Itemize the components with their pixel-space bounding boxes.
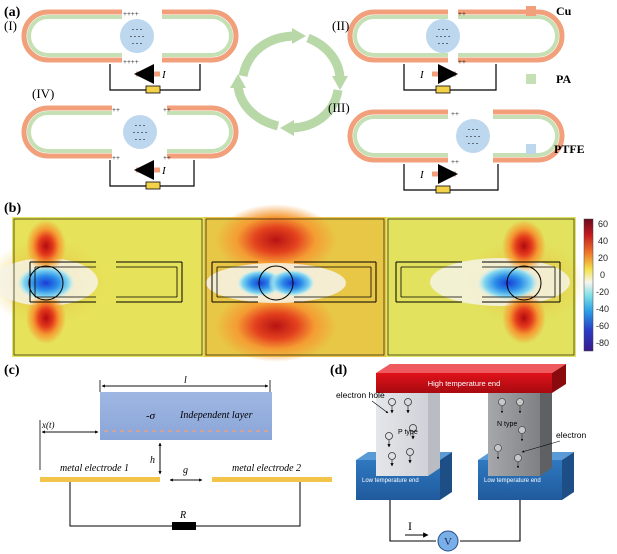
low-temperature-right-label: Low temperature end [484, 478, 541, 484]
legend-label-ptfe: PTFE [554, 142, 585, 156]
device-stage-4: - - - - - - - - - - ++ ++ ++ ++ I [21, 105, 239, 190]
legend-swatch-pa [526, 74, 536, 84]
charge-density-symbol: -σ [146, 410, 156, 422]
colorbar-tick: -20 [596, 287, 609, 297]
panel-b: (b) [0, 201, 609, 362]
load-resistor [172, 522, 196, 530]
stage-label-4: (IV) [32, 86, 54, 101]
low-temperature-left-label: Low temperature end [362, 478, 419, 484]
n-type-leg [488, 384, 552, 476]
panel-b-label: (b) [4, 201, 21, 216]
current-symbol: I [161, 165, 167, 177]
colorbar-tick: -40 [596, 304, 609, 314]
svg-text:- - -: - - - [135, 135, 146, 143]
panel-d: (d) High temperature end [330, 363, 587, 552]
voltmeter-icon [437, 530, 459, 552]
stage-label-1: (I) [4, 18, 17, 33]
panel-a-label: (a) [4, 5, 21, 20]
current-symbol: I [161, 69, 167, 81]
electrode-2-label: metal electrode 2 [232, 463, 301, 474]
svg-text:++: ++ [451, 158, 459, 166]
electrode-1-label: metal electrode 1 [60, 463, 129, 474]
svg-text:++: ++ [458, 58, 466, 66]
high-temperature-label: High temperature end [428, 379, 501, 388]
device-stage-1: - - - - - - - - - - ++++ ++++ I [21, 9, 239, 94]
panel-a: (a) - - - - - - - - - - ++++ ++++ I (I) [4, 4, 585, 194]
svg-text:- - -: - - - [438, 39, 449, 47]
stage-label-2: (II) [332, 18, 349, 33]
panel-c: (c) l -σ Independent layer x(t) h metal … [4, 363, 332, 530]
p-type-leg [376, 384, 440, 476]
current-symbol-d: I [408, 519, 412, 533]
independent-layer [100, 392, 272, 440]
svg-text:++: ++ [163, 106, 171, 114]
gap-height-symbol: h [150, 455, 155, 466]
panel-d-label: (d) [330, 363, 347, 378]
colorbar-tick: 0 [600, 270, 605, 280]
electron-callout: electron [556, 430, 587, 440]
svg-text:++: ++ [451, 110, 459, 118]
electrode-2 [212, 477, 332, 482]
svg-text:++++: ++++ [123, 58, 139, 66]
svg-text:- - -: - - - [438, 25, 449, 33]
legend-label-cu: Cu [556, 4, 572, 18]
svg-text:- - -: - - - [468, 125, 479, 133]
field-map-2 [204, 204, 386, 362]
device-stage-3: - - - - - - - - - - ++ ++ I [347, 109, 565, 194]
svg-text:++: ++ [112, 154, 120, 162]
n-type-label: N type [497, 421, 517, 428]
current-symbol: I [419, 169, 425, 181]
colorbar: 60 40 20 0 -20 -40 -60 -80 [583, 218, 609, 352]
svg-text:++: ++ [458, 10, 466, 18]
electrons [494, 398, 526, 469]
svg-text:- - - -: - - - - [133, 128, 148, 136]
colorbar-tick: 60 [598, 219, 608, 229]
colorbar-tick: -60 [596, 321, 609, 331]
hole-callout: electron hole [336, 390, 385, 400]
colorbar-tick: 20 [598, 253, 608, 263]
svg-text:++: ++ [163, 154, 171, 162]
material-legend: Cu PA PTFE [526, 4, 585, 156]
colorbar-tick: -80 [596, 338, 609, 348]
svg-text:- - - -: - - - - [130, 32, 145, 40]
resistor-symbol: R [179, 510, 186, 521]
svg-text:- - -: - - - [132, 25, 143, 33]
ptfe-ball [120, 19, 154, 53]
stage-label-3: (III) [328, 100, 350, 115]
cycle-arrows [230, 28, 348, 136]
layer-name: Independent layer [179, 410, 253, 421]
current-symbol: I [419, 69, 425, 81]
svg-text:++: ++ [112, 106, 120, 114]
legend-swatch-cu [526, 6, 536, 16]
legend-label-pa: PA [556, 72, 571, 86]
displacement-symbol: x(t) [41, 420, 55, 430]
svg-text:- - -: - - - [132, 39, 143, 47]
panel-c-label: (c) [4, 363, 20, 378]
field-map-1 [0, 217, 204, 357]
electrode-1 [40, 477, 160, 482]
svg-text:- - - -: - - - - [466, 132, 481, 140]
length-symbol: l [184, 375, 187, 386]
svg-text:++++: ++++ [123, 10, 139, 18]
svg-text:- - - -: - - - - [436, 32, 451, 40]
electrode-gap-symbol: g [183, 465, 188, 476]
field-map-3 [386, 217, 586, 357]
holes [385, 398, 417, 467]
p-type-label: P type [398, 429, 418, 436]
svg-text:- - -: - - - [468, 139, 479, 147]
legend-swatch-ptfe [526, 144, 536, 154]
colorbar-tick: 40 [598, 236, 608, 246]
svg-text:- - -: - - - [135, 121, 146, 129]
high-temperature-bar: High temperature end [376, 364, 566, 393]
device-stage-2: - - - - - - - - - - ++ ++ I [347, 9, 565, 94]
voltmeter-symbol: V [444, 536, 452, 548]
